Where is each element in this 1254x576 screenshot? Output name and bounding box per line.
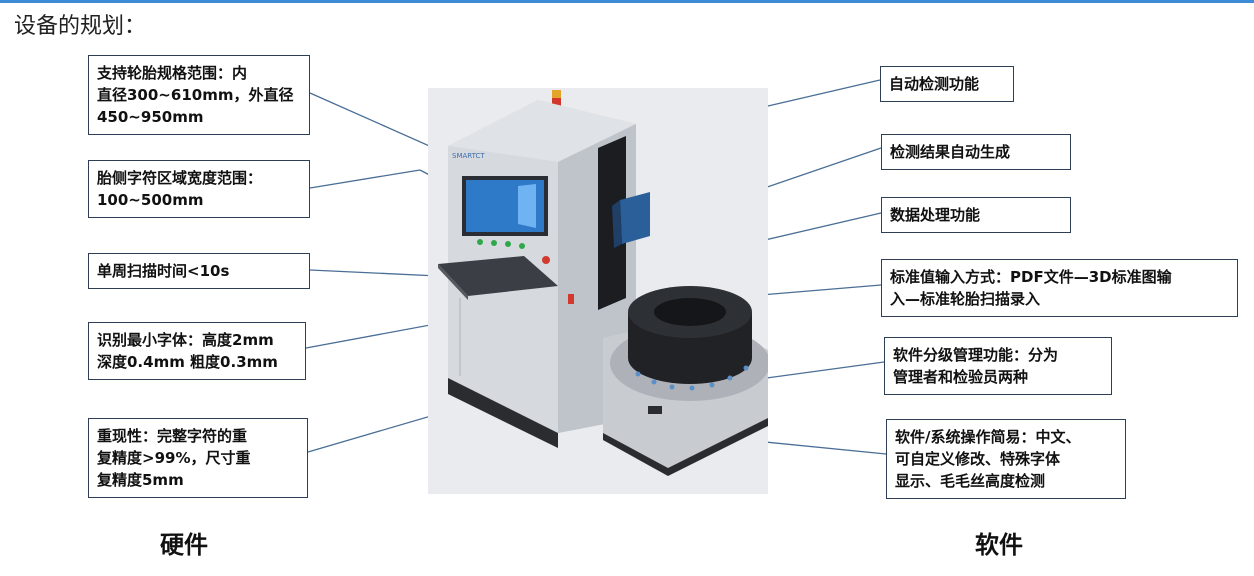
connector-sw-levels xyxy=(751,361,885,381)
software-label: 软件 xyxy=(975,531,1023,559)
hardware-label: 硬件 xyxy=(160,531,208,559)
callout-std-input: 标准值输入方式：PDF文件—3D标准图输 入—标准轮胎扫描录入 xyxy=(881,259,1238,317)
connector-sidewall-a xyxy=(309,169,421,189)
callout-tire-spec: 支持轮胎规格范围：内 直径300~610mm，外直径 450~950mm xyxy=(88,55,310,135)
callout-auto-detect: 自动检测功能 xyxy=(880,66,1014,102)
top-accent-bar xyxy=(0,0,1254,3)
connector-sw-simple-a xyxy=(744,439,887,455)
connector-auto-detect-a xyxy=(767,79,881,107)
callout-scan-time: 单周扫描时间<10s xyxy=(88,253,310,289)
tire-on-turntable xyxy=(628,286,752,384)
connector-scan-time-a xyxy=(309,269,439,277)
touch-screen-monitor xyxy=(462,176,548,236)
callout-auto-result: 检测结果自动生成 xyxy=(881,134,1071,170)
callout-repeatability: 重现性：完整字符的重 复精度>99%，尺寸重 复精度5mm xyxy=(88,418,308,498)
callout-data-process: 数据处理功能 xyxy=(881,197,1071,233)
tire-scanner-machine: SMARTCT xyxy=(428,88,768,494)
svg-text:SMARTCT: SMARTCT xyxy=(452,152,485,160)
callout-sidewall-width: 胎侧字符区域宽度范围： 100~500mm xyxy=(88,160,310,218)
callout-min-char: 识别最小字体：高度2mm 深度0.4mm 粗度0.3mm xyxy=(88,322,306,380)
connector-std-input-a xyxy=(747,284,882,297)
laser-scanner-head xyxy=(612,192,650,248)
callout-sw-levels: 软件分级管理功能：分为 管理者和检验员两种 xyxy=(884,337,1112,395)
callout-sw-simple: 软件/系统操作简易：中文、 可自定义修改、特殊字体 显示、毛毛丝高度检测 xyxy=(886,419,1126,499)
page-title: 设备的规划： xyxy=(14,14,147,39)
